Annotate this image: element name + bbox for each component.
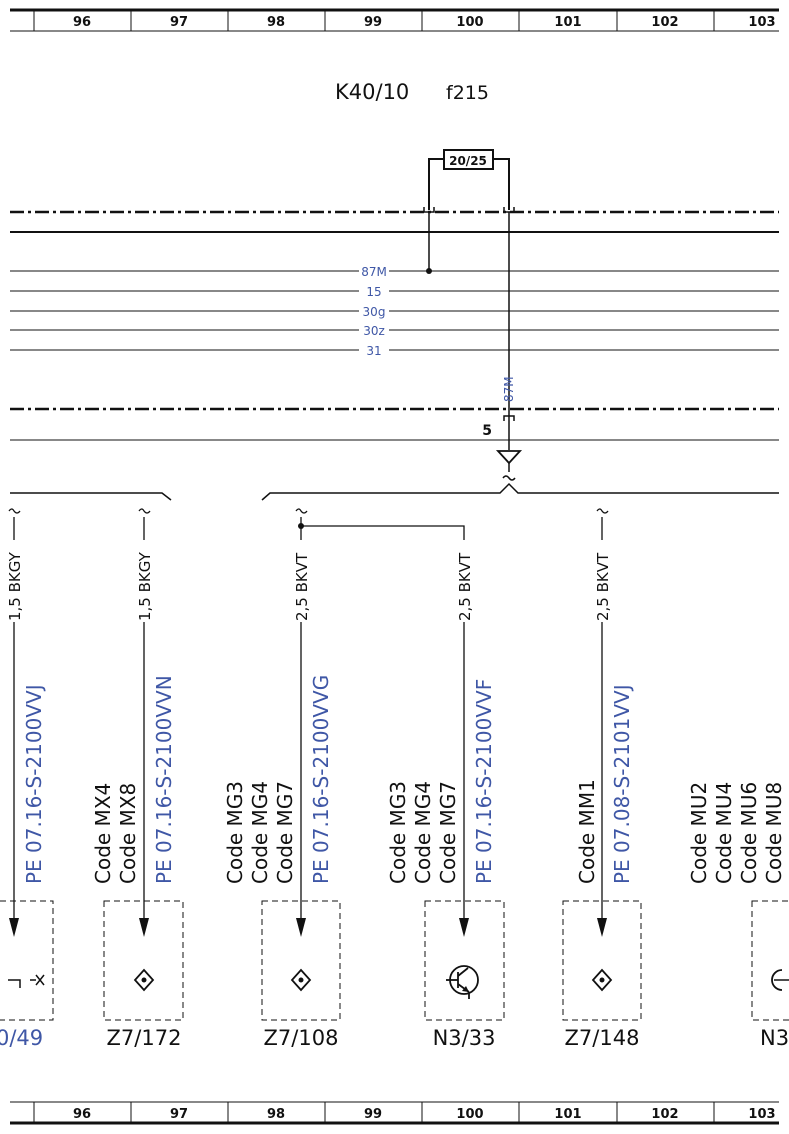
grid-column-number: 99: [364, 1107, 382, 1122]
grid-column-number: 103: [748, 1107, 775, 1122]
option-code: Code MG3: [223, 781, 247, 884]
transistor-icon: [446, 965, 479, 999]
grid-column-number: 99: [364, 15, 382, 30]
pin-number: 5: [482, 423, 492, 439]
bus-label: 15: [366, 285, 381, 299]
component-label: N3: [760, 1026, 789, 1050]
grid-column-number: 98: [267, 15, 285, 30]
top-grid-strip: 96 97 98 99 100 101 102 103: [10, 8, 779, 32]
option-code: Code MM1: [575, 779, 599, 884]
wire-color-label: 2,5 BKVT: [594, 552, 612, 621]
splice-diamond-icon: [591, 968, 613, 992]
grid-column-number: 101: [554, 15, 581, 30]
option-code: Code MG4: [411, 781, 435, 884]
wire-87M-label: 87M: [502, 376, 516, 402]
document-reference-link[interactable]: PE 07.08-S-2101VVJ: [610, 684, 634, 884]
bus-label: 30g: [363, 305, 386, 319]
option-code: Code MU4: [712, 782, 736, 884]
switch-contact-icon: [8, 974, 45, 988]
wire-color-label: 2,5 BKVT: [293, 552, 311, 621]
harness-brace: [10, 482, 779, 501]
component-label: Z7/148: [565, 1026, 640, 1050]
option-code: Code MU2: [687, 782, 711, 884]
fuse-id-label: f215: [446, 82, 489, 104]
grid-column-number: 101: [554, 1107, 581, 1122]
wire-color-label: 1,5 BKGY: [6, 551, 24, 621]
document-reference-link[interactable]: PE 07.16-S-2100VVF: [472, 679, 496, 884]
relay-label: K40/10: [335, 80, 409, 104]
component-label: Z7/108: [264, 1026, 339, 1050]
grid-column-number: 103: [748, 15, 775, 30]
bus-label: 87M: [361, 265, 387, 279]
option-code: Code MG3: [386, 781, 410, 884]
grid-column-number: 97: [170, 15, 188, 30]
document-reference-link[interactable]: PE 07.16-S-2100VVJ: [22, 684, 46, 884]
option-code: Code MG7: [436, 781, 460, 884]
option-code: Code MX4: [91, 783, 115, 884]
grid-column-number: 102: [651, 15, 678, 30]
bus-label: 30z: [363, 324, 385, 338]
ground-triangle-icon: [495, 450, 523, 481]
grid-column-number: 98: [267, 1107, 285, 1122]
grid-column-number: 100: [456, 1107, 483, 1122]
wire-color-label: 1,5 BKGY: [136, 551, 154, 621]
fuse-rating: 20/25: [449, 154, 487, 168]
bus-label: 31: [366, 344, 381, 358]
junction-dot: [426, 268, 432, 274]
splice-diamond-icon: [133, 968, 155, 992]
grid-column-number: 102: [651, 1107, 678, 1122]
wire-color-label: 2,5 BKVT: [456, 552, 474, 621]
branch-wires: [8, 508, 609, 937]
grid-column-number: 100: [456, 15, 483, 30]
fuse-icon: 20/25: [423, 149, 515, 213]
document-reference-link[interactable]: PE 07.16-S-2100VVG: [309, 675, 333, 884]
option-code: Code MX8: [116, 783, 140, 884]
grid-column-number: 97: [170, 1107, 188, 1122]
component-boxes: [0, 900, 789, 1021]
grid-column-number: 96: [73, 1107, 91, 1122]
option-code: Code MG7: [273, 781, 297, 884]
component-link[interactable]: 0/49: [0, 1026, 43, 1050]
bus-lines: 87M 15 30g 30z 31: [10, 264, 779, 358]
option-code: Code MU8: [762, 782, 786, 884]
component-label: N3/33: [433, 1026, 496, 1050]
splice-diamond-icon: [290, 968, 312, 992]
option-code: Code MG4: [248, 781, 272, 884]
connector-pin-icon: [503, 415, 515, 421]
component-symbol-partial-icon: [771, 969, 783, 991]
option-code: Code MU6: [737, 782, 761, 884]
document-reference-link[interactable]: PE 07.16-S-2100VVN: [152, 675, 176, 884]
grid-column-number: 96: [73, 15, 91, 30]
component-label: Z7/172: [107, 1026, 182, 1050]
bottom-grid-strip: 96 97 98 99 100 101 102 103: [10, 1101, 779, 1125]
